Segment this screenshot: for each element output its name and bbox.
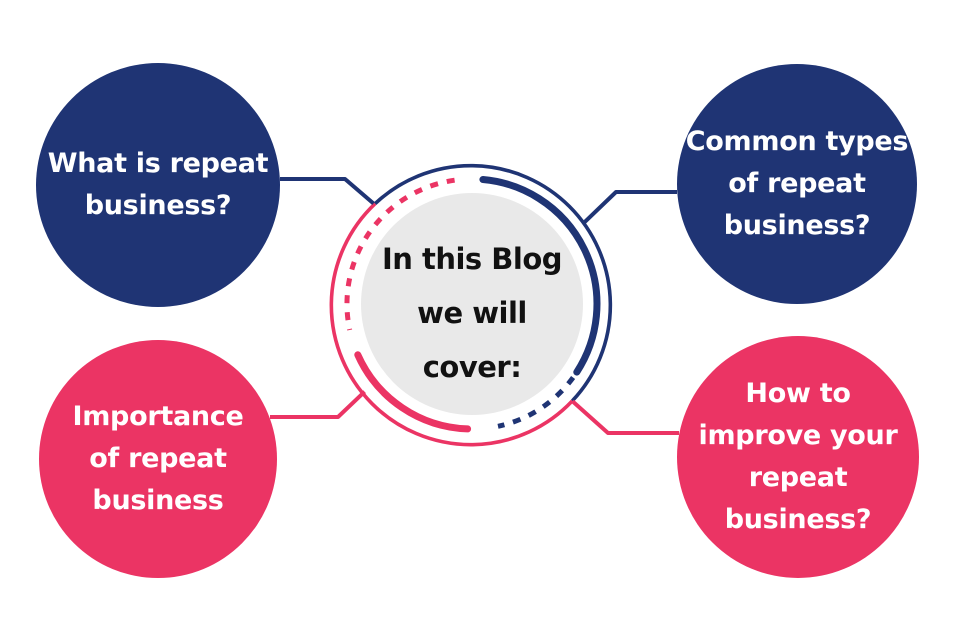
bubble-importance-of-repeat-business: Importance of repeat business	[39, 340, 277, 578]
bubble-line: business?	[724, 504, 872, 535]
bubble-line: of repeat	[89, 443, 227, 474]
bubble-line: How to	[745, 378, 851, 409]
connector-bottom-left	[270, 390, 366, 419]
connector-top-left	[280, 177, 375, 206]
center-badge-line: cover:	[422, 350, 522, 384]
bubble-what-is-repeat-business: What is repeat business?	[36, 63, 280, 307]
connector-top-right	[583, 190, 677, 224]
bubble-how-to-improve-your-repeat-business: How to improve your repeat business?	[677, 336, 919, 578]
outer-ring-pink-arc	[329, 202, 574, 447]
outer-ring-blue-arc	[373, 163, 613, 403]
bubble-line: repeat	[748, 462, 848, 493]
bubble-line: What is repeat	[47, 148, 269, 179]
center-badge-line: In this Blog	[381, 242, 563, 276]
bubble-line: improve your	[698, 420, 898, 451]
center-badge-line: we will	[417, 296, 527, 330]
inner-pink-dashed-arc	[344, 177, 455, 331]
bubble-line: business?	[84, 190, 232, 221]
center-disc	[361, 193, 583, 415]
bubble-line: business	[92, 485, 224, 516]
bubble-line: Common types	[685, 126, 909, 157]
center-badge: In this Blog we will cover:	[361, 193, 583, 415]
bubble-line: business?	[723, 210, 871, 241]
connector-bottom-right	[571, 399, 679, 435]
bubble-line: Importance	[72, 401, 244, 432]
inner-pink-solid-arc	[354, 351, 472, 433]
bubble-line: of repeat	[728, 168, 866, 199]
inner-blue-solid-arc	[479, 176, 601, 376]
bubble-common-types-of-repeat-business: Common types of repeat business?	[677, 64, 917, 304]
